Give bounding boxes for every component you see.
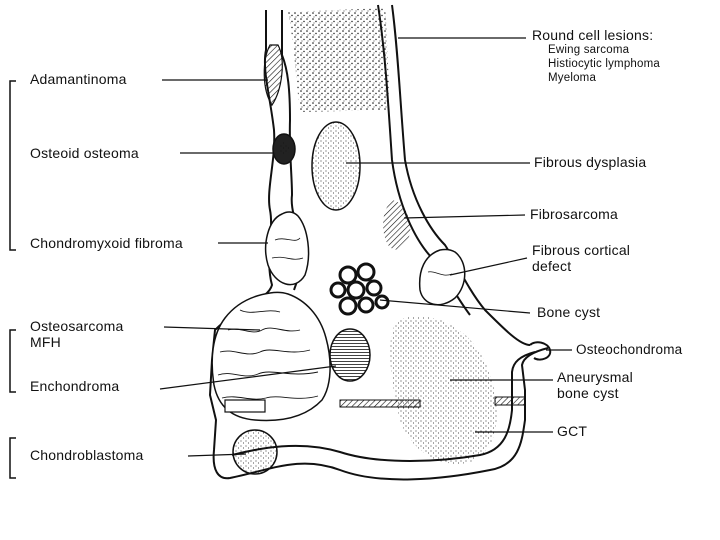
label-bone-cyst: Bone cyst bbox=[537, 304, 601, 320]
aneurysmal-bone-cyst-lesion bbox=[390, 316, 497, 464]
label-fibrous-cortical-defect-line1: Fibrous cortical bbox=[532, 242, 631, 258]
label-gct: GCT bbox=[557, 423, 588, 439]
label-myeloma: Myeloma bbox=[548, 71, 597, 84]
enchondroma-lesion bbox=[329, 328, 371, 382]
label-aneurysmal-bone-cyst-line1: Aneurysmal bbox=[557, 369, 633, 385]
leader-lines bbox=[159, 37, 572, 457]
label-round-cell-title: Round cell lesions: bbox=[532, 27, 654, 43]
label-chondromyxoid-fibroma: Chondromyxoid fibroma bbox=[30, 235, 183, 251]
chondroblastoma-lesion bbox=[232, 429, 278, 475]
label-aneurysmal-bone-cyst-line2: bone cyst bbox=[557, 385, 619, 402]
fibrosarcoma-lesion bbox=[383, 200, 411, 250]
label-osteosarcoma-group: Osteosarcoma MFH bbox=[30, 318, 124, 351]
chondromyxoid-fibroma-lesion bbox=[264, 211, 310, 286]
label-fibrous-dysplasia: Fibrous dysplasia bbox=[534, 154, 647, 170]
label-fibrous-cortical-defect-line2: defect bbox=[532, 258, 572, 275]
label-adamantinoma: Adamantinoma bbox=[30, 71, 127, 87]
label-histiocytic-lymphoma: Histiocytic lymphoma bbox=[548, 58, 660, 71]
growth-plate bbox=[224, 396, 526, 413]
label-mfh: MFH bbox=[30, 334, 61, 351]
label-fibrosarcoma: Fibrosarcoma bbox=[530, 206, 618, 222]
round-cell-lesion-region bbox=[288, 8, 390, 112]
label-osteosarcoma: Osteosarcoma bbox=[30, 318, 124, 334]
bone-cyst-lesion bbox=[329, 262, 390, 316]
label-enchondroma: Enchondroma bbox=[30, 378, 120, 394]
label-round-cell-group: Round cell lesions: Ewing sarcoma Histio… bbox=[532, 27, 660, 84]
fibrous-cortical-defect-lesion bbox=[418, 248, 466, 306]
label-osteoid-osteoma: Osteoid osteoma bbox=[30, 145, 139, 161]
label-osteochondroma: Osteochondroma bbox=[576, 342, 683, 357]
osteosarcoma-lesion bbox=[211, 291, 331, 422]
fibrous-dysplasia-lesion bbox=[311, 121, 361, 211]
label-aneurysmal-bone-cyst: Aneurysmal bone cyst bbox=[557, 369, 633, 402]
adamantinoma-lesion bbox=[263, 44, 283, 107]
left-brackets bbox=[9, 80, 16, 479]
label-ewing-sarcoma: Ewing sarcoma bbox=[548, 44, 630, 57]
label-chondroblastoma: Chondroblastoma bbox=[30, 447, 144, 463]
label-fibrous-cortical-defect: Fibrous cortical defect bbox=[532, 242, 631, 275]
